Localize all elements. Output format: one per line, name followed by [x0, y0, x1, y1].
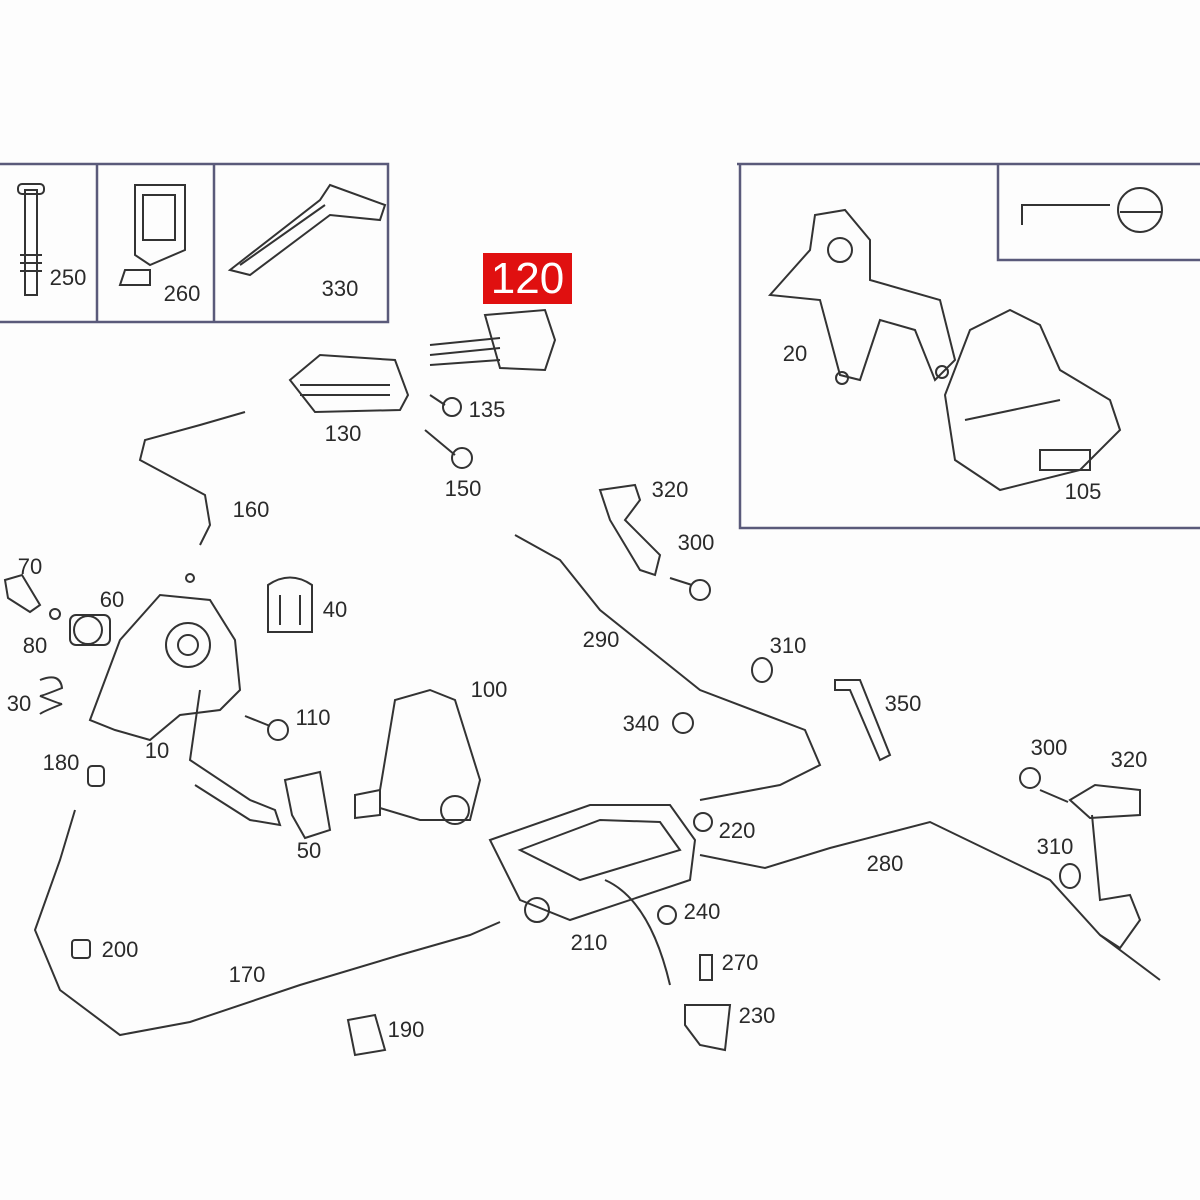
part-label: 320 [1110, 747, 1148, 772]
part-120-switch [429, 308, 557, 372]
part-150-screw [424, 429, 473, 469]
part-label: 300 [677, 530, 715, 555]
part-300-bolt [669, 577, 711, 601]
part-label: 30 [6, 691, 32, 716]
part-label: 80 [22, 633, 48, 658]
highlighted-part-label-120: 120 [483, 253, 572, 304]
part-280-cable [699, 820, 1161, 981]
part-260-bracket [118, 184, 186, 286]
part-label: 340 [622, 711, 660, 736]
part-label: 130 [324, 421, 362, 446]
part-210-bracket [488, 804, 697, 923]
part-label: 310 [1036, 834, 1074, 859]
part-300b-bolt [1019, 767, 1069, 803]
part-label: 200 [101, 937, 139, 962]
part-70 [3, 573, 42, 614]
part-label: 290 [582, 627, 620, 652]
part-label: 100 [470, 677, 508, 702]
part-350-bracket [834, 679, 892, 762]
part-label: 170 [228, 962, 266, 987]
part-label: 150 [444, 476, 482, 501]
part-310b-bushing [1059, 863, 1081, 889]
part-label: 270 [721, 950, 759, 975]
part-180 [87, 765, 105, 787]
part-200-clip [71, 939, 91, 959]
part-label: 135 [468, 397, 506, 422]
part-250-pin [17, 183, 45, 296]
part-label: 110 [295, 705, 331, 730]
part-label: 20 [782, 341, 808, 366]
part-105-cover [943, 308, 1122, 492]
part-230-clip [684, 1004, 732, 1052]
part-170-cable [33, 809, 501, 1037]
bracket-arm [1091, 814, 1142, 950]
part-label: 10 [144, 738, 170, 763]
part-60 [69, 614, 111, 646]
part-label: 210 [570, 930, 608, 955]
part-label: 330 [321, 276, 359, 301]
part-320-lever [598, 483, 662, 577]
part-label: 180 [42, 750, 80, 775]
part-220-nut [693, 812, 713, 832]
part-label: 280 [866, 851, 904, 876]
inset-panel-left [0, 162, 390, 324]
part-50-pad [283, 770, 332, 840]
part-190-clip [346, 1013, 387, 1057]
part-label: 310 [769, 633, 807, 658]
part-label: 240 [683, 899, 721, 924]
part-label: 70 [17, 554, 43, 579]
part-310-bushing [751, 657, 773, 683]
part-240-nut [657, 905, 677, 925]
part-label: 230 [738, 1003, 776, 1028]
part-80 [49, 608, 61, 620]
part-label: 160 [232, 497, 270, 522]
part-label: 190 [387, 1017, 425, 1042]
part-100-housing [354, 688, 482, 825]
part-label: 40 [322, 597, 348, 622]
part-label: 50 [296, 838, 322, 863]
part-30-spring [39, 676, 64, 715]
part-110-bolt [244, 715, 289, 741]
part-160-rod [138, 411, 246, 546]
part-label: 320 [651, 477, 689, 502]
part-label: 350 [884, 691, 922, 716]
part-label: 300 [1030, 735, 1068, 760]
inset-panel-right [737, 162, 1200, 530]
part-290-cable [514, 534, 822, 801]
part-label: 220 [718, 818, 756, 843]
part-330-lever [227, 183, 387, 277]
part-130-bracket [288, 353, 410, 414]
part-40-bumper [267, 576, 313, 633]
part-340-nut [672, 712, 694, 734]
part-20-bracket [767, 208, 957, 385]
part-10-pedal [88, 593, 282, 827]
part-label: 60 [99, 587, 125, 612]
part-135-screw [429, 394, 462, 417]
wire [604, 879, 671, 986]
brake-warning-icon [1021, 187, 1163, 233]
part-270-stud [699, 954, 713, 981]
part-label: 260 [163, 281, 201, 306]
part-label: 250 [49, 265, 87, 290]
part-label: 105 [1064, 479, 1102, 504]
part-320b-bracket [1068, 783, 1141, 820]
